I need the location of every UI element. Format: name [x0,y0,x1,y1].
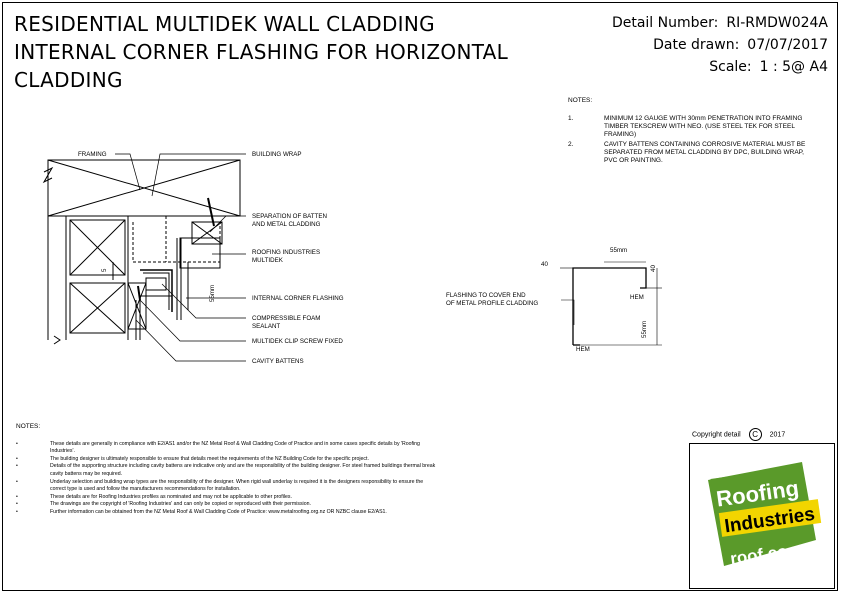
label-framing: FRAMING [78,151,107,158]
label-clip-screw: MULTIDEK CLIP SCREW FIXED [252,338,343,345]
scale-row: Scale: 1 : 5@ A4 [612,56,828,78]
notes-top-heading: NOTES: [568,97,593,104]
note-text: MINIMUM 12 GAUGE WITH 30mm PENETRATION I… [604,115,803,138]
top-framing-member [47,159,241,217]
notes-bottom: NOTES: •These details are generally in c… [16,423,436,517]
detail-number-value: RI-RMDW024A [726,15,828,31]
dim-55-detail: 55mm [209,285,216,302]
title-line-1: RESIDENTIAL MULTIDEK WALL CLADDING [14,12,435,36]
general-note-text: These details are for Roofing Industries… [50,493,292,500]
date-drawn-row: Date drawn: 07/07/2017 [612,34,828,56]
detail-number-row: Detail Number: RI-RMDW024A [612,12,828,34]
title-line-3: CLADDING [14,68,123,92]
scale-label: Scale: [709,59,752,75]
general-note-text: The drawings are the copyright of 'Roofi… [50,501,311,508]
note-text: CAVITY BATTENS CONTAINING CORROSIVE MATE… [604,141,806,164]
multidek-cladding-right [179,237,221,269]
copyright-label: Copyright detail [692,431,741,439]
copyright-year: 2017 [769,431,786,439]
label-building-wrap: BUILDING WRAP [252,151,302,158]
general-note-text: Details of the supporting structure incl… [50,463,436,477]
label-cavity-battens: CAVITY BATTENS [252,358,304,365]
notes-bottom-heading: NOTES: [16,423,41,430]
logo-box: Roofing Industries roof.co.nz [689,443,835,589]
general-note: •The building designer is ultimately res… [16,455,369,462]
general-note-text: Underlay selection and building wrap typ… [50,478,424,493]
title-line-2: INTERNAL CORNER FLASHING FOR HORIZONTAL [14,40,509,64]
left-stud-lower [69,282,126,334]
copyright-line: Copyright detail C 2017 [692,428,785,441]
general-note: •Further information can be obtained fro… [16,508,387,515]
copyright-icon: C [748,428,762,441]
date-drawn-value: 07/07/2017 [747,37,828,53]
logo-yellow-band [718,499,822,537]
foam-sealant [145,277,167,291]
roofing-industries-logo: Roofing Industries roof.co.nz [708,462,822,568]
notes-top: NOTES: 1. MINIMUM 12 GAUGE WITH 30mm PEN… [568,97,818,167]
dim-5: 5 [101,268,108,272]
general-note: •Details of the supporting structure inc… [16,463,436,477]
dim-55-top: 55mm [610,247,627,254]
note-item: 2. CAVITY BATTENS CONTAINING CORROSIVE M… [568,141,818,165]
general-note: •Underlay selection and building wrap ty… [16,479,436,494]
general-note-text: These details are generally in complianc… [50,440,420,455]
general-note-text: The building designer is ultimately resp… [50,455,369,462]
note-item: 1. MINIMUM 12 GAUGE WITH 30mm PENETRATIO… [568,115,818,139]
general-note-text: Further information can be obtained from… [50,508,387,515]
date-drawn-label: Date drawn: [653,37,740,53]
drawing-title: RESIDENTIAL MULTIDEK WALL CLADDING INTER… [14,10,508,94]
note-number: 2. [568,141,574,148]
title-block-meta: Detail Number: RI-RMDW024A Date drawn: 07/… [612,12,828,78]
dim-40-right: 40 [650,265,657,272]
general-note: •The drawings are the copyright of 'Roof… [16,501,311,508]
label-internal-corner: INTERNAL CORNER FLASHING [252,295,344,302]
note-number: 1. [568,115,574,122]
label-hem-bottom: HEM [576,346,590,353]
general-note: •These details are for Roofing Industrie… [16,493,292,500]
general-note: •These details are generally in complian… [16,441,436,456]
detail-number-label: Detail Number: [611,15,719,31]
dim-55-right: 55mm [641,321,648,338]
dim-40-left: 40 [541,261,548,268]
label-hem-right: HEM [630,294,644,301]
cavity-batten-right [191,221,223,245]
scale-value: 1 : 5@ A4 [759,59,828,75]
left-stud-upper [69,219,126,276]
